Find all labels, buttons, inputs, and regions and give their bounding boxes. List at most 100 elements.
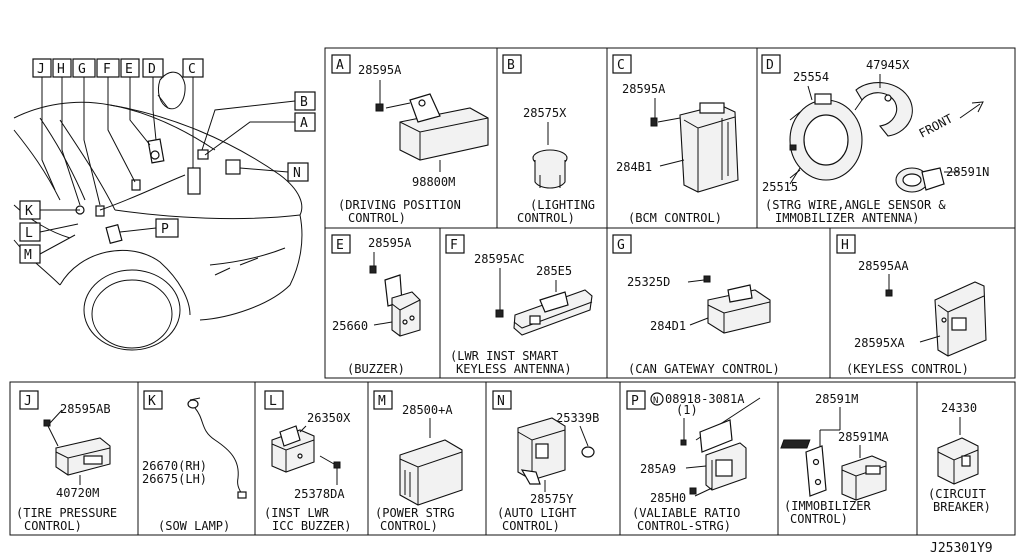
n-circle-icon xyxy=(650,392,664,406)
panel-L-caption-line1: (INST LWR xyxy=(264,506,330,520)
panel-F-caption-line1: (LWR INST SMART xyxy=(450,349,558,363)
car-callout-L: L xyxy=(19,222,41,242)
part-28591N: 28591N xyxy=(946,165,989,179)
panel-B: B 28575X (LIGHTING CONTROL) xyxy=(502,54,595,225)
panel-A-letter: A xyxy=(336,58,344,73)
car-callout-D: D xyxy=(142,58,164,78)
car-overview: J H G F E D C B xyxy=(13,58,316,351)
panel-G-letter: G xyxy=(617,238,625,253)
panel-H: H 28595AA 28595XA (KEYLESS CONTROL) xyxy=(836,234,987,376)
panel-D: D 25554 47945X 25515 28591N FRONT (STRG … xyxy=(761,54,989,225)
car-callout-H: H xyxy=(52,58,72,78)
panel-M-caption-line1: (POWER STRG xyxy=(375,506,454,520)
panel-K-letter: K xyxy=(148,394,156,409)
panel-C-caption: (BCM CONTROL) xyxy=(628,211,722,225)
panel-J: J 28595AB 40720M (TIRE PRESSURE CONTROL) xyxy=(16,390,117,533)
part-28591M: 28591M xyxy=(815,392,858,406)
bcm-control-unit xyxy=(679,102,739,193)
part-28595A-c: 28595A xyxy=(622,82,666,96)
part-25554: 25554 xyxy=(793,70,829,84)
panel-H-letter: H xyxy=(841,238,849,253)
callout-L-label: L xyxy=(25,226,33,241)
part-28595A-e: 28595A xyxy=(368,236,412,250)
panel-G-caption: (CAN GATEWAY CONTROL) xyxy=(628,362,780,376)
part-285H0: 285H0 xyxy=(650,491,686,505)
panel-M: M 28500+A (POWER STRG CONTROL) xyxy=(373,390,463,533)
diagram-id: J25301Y9 xyxy=(930,541,993,556)
car-callout-N: N xyxy=(287,162,309,182)
part-24330: 24330 xyxy=(941,401,977,415)
panel-P-caption-line2: CONTROL-STRG) xyxy=(637,519,731,533)
panel-C: C 28595A 284B1 (BCM CONTROL) xyxy=(612,54,739,225)
power-steering-control-unit xyxy=(399,439,463,506)
panel-D-letter: D xyxy=(766,58,774,73)
lighting-sensor xyxy=(532,149,568,189)
panel-circuit-breaker: 24330 (CIRCUIT BREAKER) xyxy=(780,401,991,514)
panel-H-caption: (KEYLESS CONTROL) xyxy=(846,362,969,376)
panel-immobilizer-caption-line2: CONTROL) xyxy=(790,512,848,526)
panel-J-caption-line2: CONTROL) xyxy=(24,519,82,533)
callout-G-label: G xyxy=(78,62,86,77)
callout-M-label: M xyxy=(24,248,32,263)
can-gateway-unit xyxy=(707,284,771,334)
part-28575X: 28575X xyxy=(523,106,567,120)
car-callout-J: J xyxy=(32,58,52,78)
part-28591MA: 28591MA xyxy=(838,430,889,444)
panel-J-caption-line1: (TIRE PRESSURE xyxy=(16,506,117,520)
panel-G: G 25325D 284D1 (CAN GATEWAY CONTROL) xyxy=(612,234,780,376)
panel-F-caption-line2: KEYLESS ANTENNA) xyxy=(456,362,572,376)
car-callout-A: A xyxy=(294,112,316,132)
part-08918-3081A: 08918-3081A xyxy=(665,392,745,406)
icc-buzzer-unit xyxy=(271,425,315,473)
panel-L: L 26350X 25378DA (INST LWR ICC BUZZER) xyxy=(264,390,351,533)
panel-circuit-breaker-caption-line1: (CIRCUIT xyxy=(928,487,986,501)
part-25339B: 25339B xyxy=(556,411,599,425)
callout-J-label: J xyxy=(37,62,45,77)
car-callout-F: F xyxy=(96,58,120,78)
panel-D-caption-line2: IMMOBILIZER ANTENNA) xyxy=(775,211,920,225)
part-98800M: 98800M xyxy=(412,175,455,189)
callout-F-label: F xyxy=(103,62,111,77)
side-lamp-harness xyxy=(187,397,247,499)
panel-J-letter: J xyxy=(24,394,32,409)
callout-D-label: D xyxy=(148,62,156,77)
car-callout-B: B xyxy=(294,91,316,111)
part-285A9: 285A9 xyxy=(640,462,676,476)
angle-sensor-ring xyxy=(855,82,913,137)
part-28500A: 28500+A xyxy=(402,403,453,417)
part-26670RH: 26670(RH) xyxy=(142,459,207,473)
part-28575Y: 28575Y xyxy=(530,492,574,506)
panel-K-caption: (SOW LAMP) xyxy=(158,519,230,533)
part-284D1: 284D1 xyxy=(650,319,686,333)
part-28595AC: 28595AC xyxy=(474,252,525,266)
variable-ratio-control-unit xyxy=(695,397,761,491)
immobilizer-control-unit xyxy=(841,455,887,501)
car-callout-K: K xyxy=(19,200,41,220)
callout-N-label: N xyxy=(293,166,301,181)
callout-H-label: H xyxy=(57,62,65,77)
tire-pressure-unit xyxy=(55,437,111,476)
callout-K-label: K xyxy=(25,204,33,219)
part-28595AB: 28595AB xyxy=(60,402,111,416)
part-40720M: 40720M xyxy=(56,486,99,500)
part-28595XA: 28595XA xyxy=(854,336,905,350)
part-28595AA: 28595AA xyxy=(858,259,909,273)
callout-C-label: C xyxy=(188,62,196,77)
panel-B-caption-line1: (LIGHTING xyxy=(530,198,595,212)
callout-A-label: A xyxy=(300,116,308,131)
panel-L-caption-line2: ICC BUZZER) xyxy=(272,519,351,533)
panel-E: E 28595A 25660 (BUZZER) xyxy=(331,234,421,376)
part-25660: 25660 xyxy=(332,319,368,333)
panel-D-caption-line1: (STRG WIRE,ANGLE SENSOR & xyxy=(765,198,946,212)
car-callout-M: M xyxy=(19,244,41,264)
part-25378DA: 25378DA xyxy=(294,487,345,501)
panel-A-caption-line2: CONTROL) xyxy=(348,211,406,225)
panel-C-letter: C xyxy=(617,58,625,73)
part-47945X: 47945X xyxy=(866,58,910,72)
panel-A: A 28595A 98800M (DRIVING POSITION CONTRO… xyxy=(331,54,489,225)
part-284B1: 284B1 xyxy=(616,160,652,174)
part-285E5: 285E5 xyxy=(536,264,572,278)
part-26675LH: 26675(LH) xyxy=(142,472,207,486)
part-qty-1: (1) xyxy=(676,403,698,417)
